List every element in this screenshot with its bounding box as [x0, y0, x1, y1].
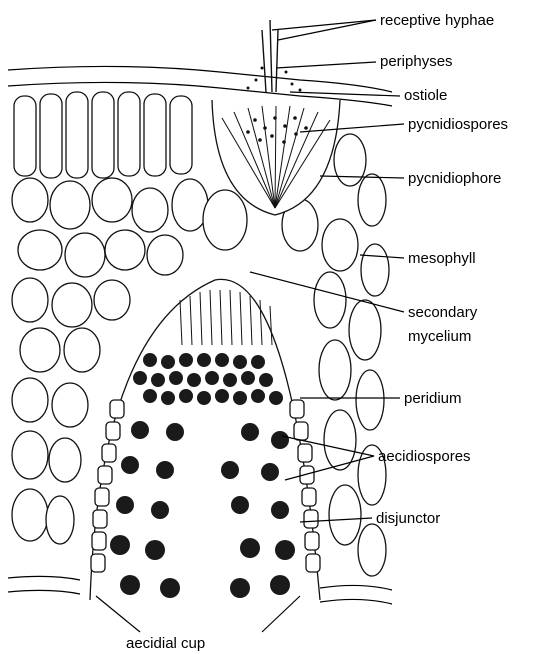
leader-periphyses	[276, 62, 376, 68]
receptive-hyphae-strands	[262, 20, 278, 92]
leader-aecidial-cup-left	[96, 596, 140, 632]
label-mycelium: mycelium	[408, 328, 471, 345]
label-aecidial-cup: aecidial cup	[126, 635, 205, 652]
label-periphyses: periphyses	[380, 53, 453, 70]
lower-epidermis-right-inner	[320, 599, 392, 604]
leader-aecidial-cup-right	[262, 596, 300, 632]
aecidiospore-mass	[133, 353, 283, 405]
leader-receptive-hyphae	[272, 20, 376, 30]
label-ostiole: ostiole	[404, 87, 447, 104]
leader-ostiole	[290, 92, 400, 96]
label-mesophyll: mesophyll	[408, 250, 476, 267]
label-receptive-hyphae: receptive hyphae	[380, 12, 494, 29]
lower-epidermis-left	[8, 576, 80, 580]
lower-epidermis-left-inner	[8, 590, 80, 594]
upper-epidermis	[8, 66, 392, 92]
label-peridium: peridium	[404, 390, 462, 407]
label-pycnidiophore: pycnidiophore	[408, 170, 501, 187]
aecidium	[90, 279, 320, 600]
label-pycnidiospores: pycnidiospores	[408, 116, 508, 133]
lower-epidermis-right	[320, 585, 392, 590]
label-secondary: secondary	[408, 304, 478, 321]
palisade-cells	[14, 92, 192, 178]
pycnidium	[212, 20, 340, 215]
label-disjunctor: disjunctor	[376, 510, 440, 527]
label-aecidiospores: aecidiospores	[378, 448, 471, 465]
